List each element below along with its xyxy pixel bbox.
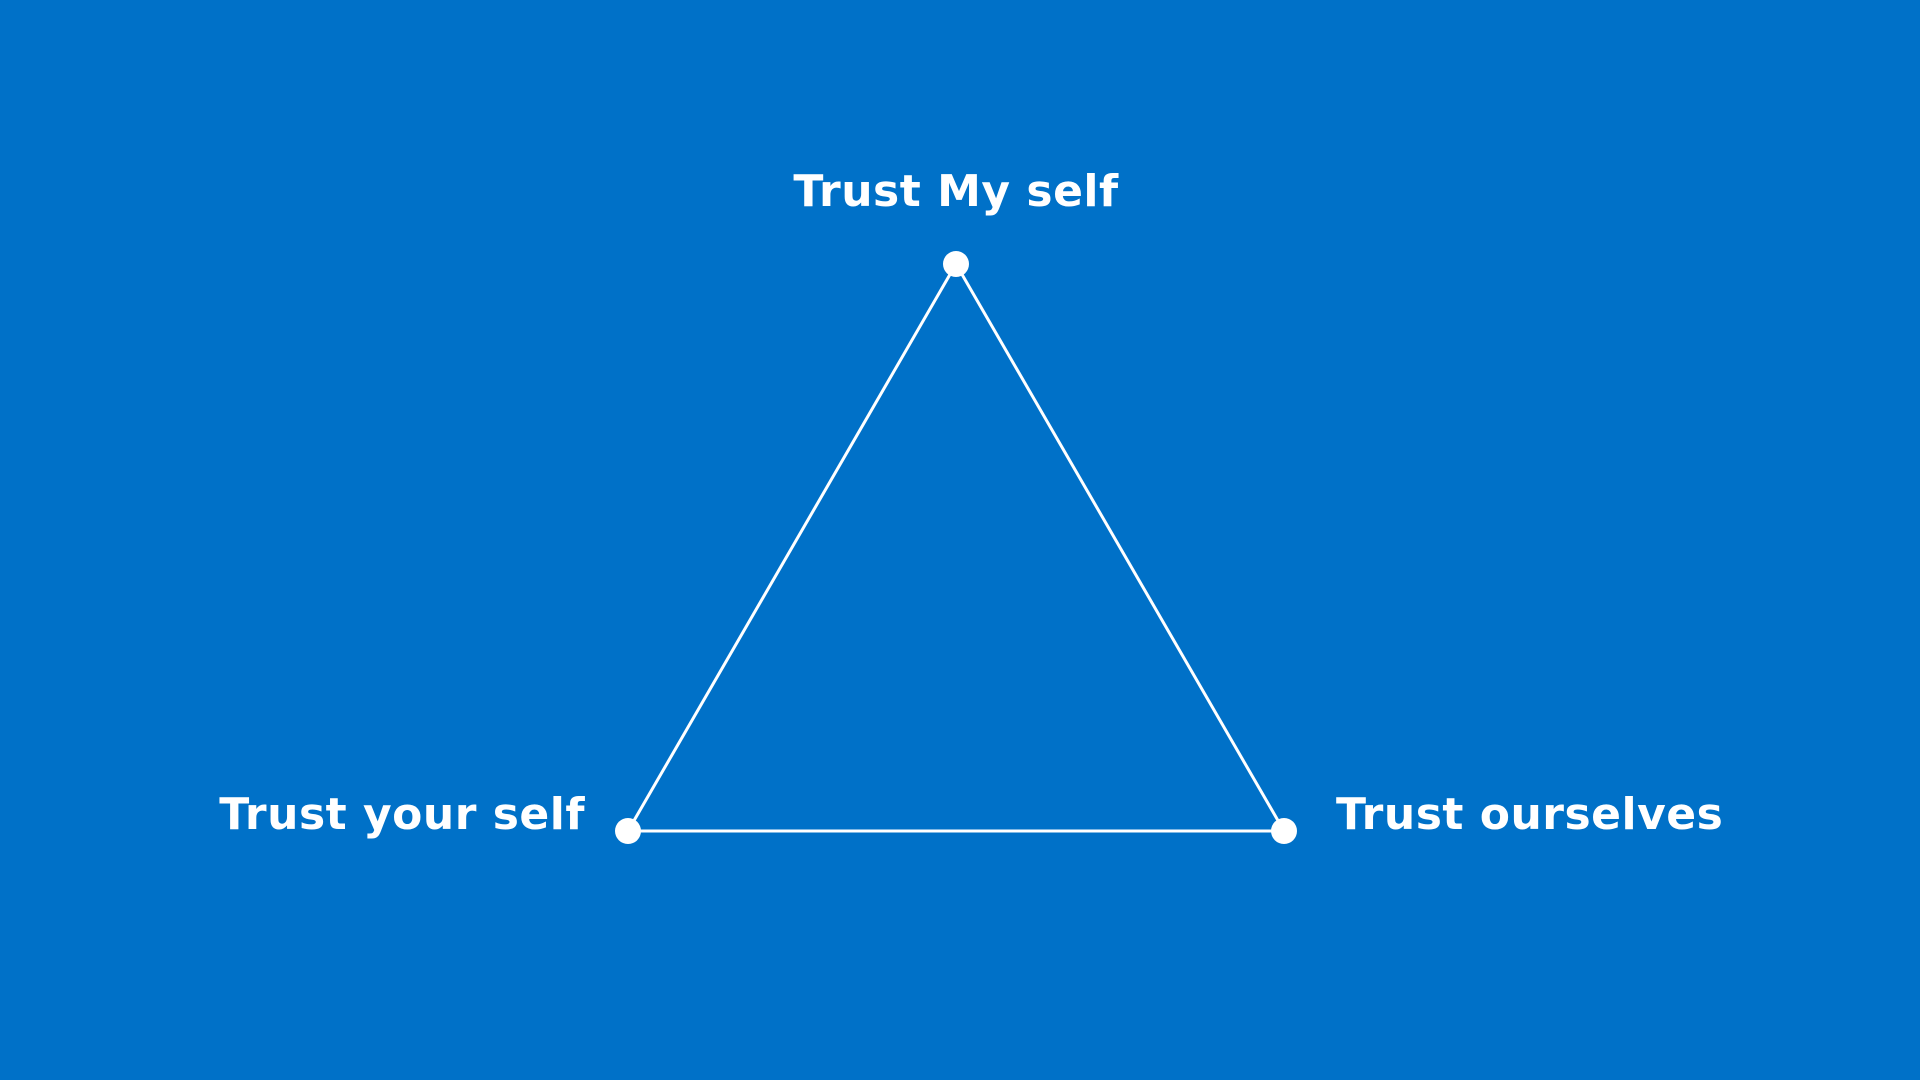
node-label-left: Trust your self bbox=[219, 789, 585, 840]
node-label-right: Trust ourselves bbox=[1336, 789, 1724, 840]
edge-top-right bbox=[954, 263, 1286, 832]
node-label-top: Trust My self bbox=[793, 166, 1119, 217]
node-left-dot bbox=[615, 818, 641, 844]
edge-top-left bbox=[626, 263, 958, 832]
node-right-dot bbox=[1271, 818, 1297, 844]
node-top-dot bbox=[943, 251, 969, 277]
